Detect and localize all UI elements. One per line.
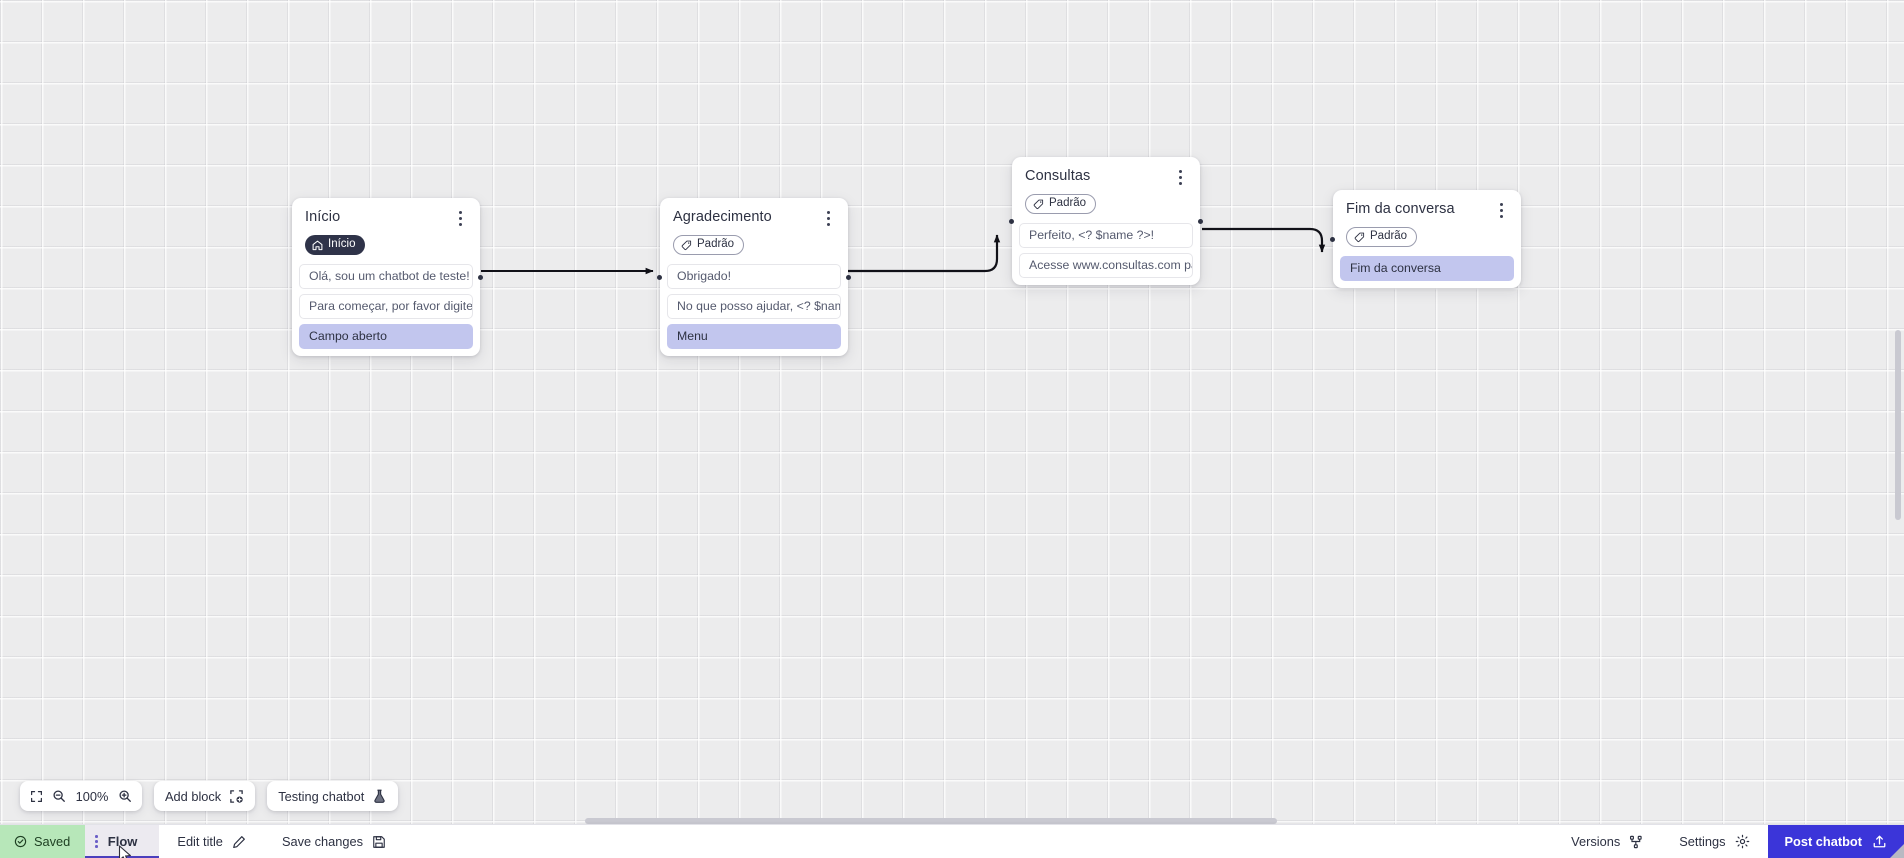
node-badge-row: Padrão	[660, 228, 848, 264]
node-badge-label: Início	[328, 238, 356, 251]
flow-node-agradecimento[interactable]: Agradecimento Padrão Obrigado! No que po…	[657, 198, 851, 356]
node-title: Fim da conversa	[1346, 201, 1455, 217]
node-menu-button[interactable]	[820, 208, 836, 228]
tag-icon	[1033, 199, 1044, 210]
statusbar-spacer	[404, 825, 1553, 858]
tag-icon	[681, 240, 692, 251]
node-menu-button[interactable]	[1493, 200, 1509, 220]
node-row[interactable]: Perfeito, <? $name ?>!	[1019, 222, 1193, 248]
saved-status-badge: Saved	[0, 825, 86, 858]
connector-handle-left[interactable]	[1330, 236, 1335, 242]
node-title: Início	[305, 209, 341, 225]
node-row[interactable]: Campo aberto	[299, 323, 473, 349]
horizontal-scrollbar[interactable]	[585, 818, 1277, 824]
add-block-label: Add block	[165, 788, 222, 804]
add-block-button[interactable]: Add block	[154, 781, 256, 811]
node-title: Agradecimento	[673, 209, 772, 225]
flask-icon	[372, 788, 387, 804]
node-badge-row: Padrão	[1333, 220, 1521, 256]
connector-handle-left[interactable]	[1009, 218, 1014, 224]
saved-label: Saved	[34, 834, 71, 849]
check-circle-icon	[14, 835, 27, 848]
edit-title-button[interactable]: Edit title	[159, 825, 264, 858]
node-rows: Obrigado! No que posso ajudar, <? $name …	[660, 263, 848, 349]
drag-handle-icon[interactable]	[95, 835, 98, 848]
node-header: Fim da conversa	[1333, 190, 1521, 220]
zoom-controls: 100%	[20, 781, 142, 811]
node-badge-label: Padrão	[1049, 197, 1087, 210]
testing-chatbot-label: Testing chatbot	[278, 788, 365, 804]
node-badge-row: Início	[292, 228, 480, 264]
vertical-scrollbar[interactable]	[1895, 330, 1901, 520]
zoom-level-value: 100%	[75, 788, 109, 804]
pencil-icon	[232, 835, 246, 849]
post-chatbot-button[interactable]: Post chatbot	[1767, 825, 1904, 858]
node-badge-label: Padrão	[697, 238, 735, 251]
connector-handle-right[interactable]	[846, 274, 851, 280]
versions-button[interactable]: Versions	[1553, 825, 1661, 858]
node-header: Início	[292, 198, 480, 228]
node-rows: Perfeito, <? $name ?>! Acesse www.consul…	[1012, 222, 1200, 278]
node-rows: Olá, sou um chatbot de teste! Para começ…	[292, 263, 480, 349]
zoom-out-icon[interactable]	[52, 789, 66, 803]
node-header: Consultas	[1012, 157, 1200, 187]
tab-flow-label: Flow	[107, 834, 138, 849]
flow-connectors	[481, 227, 1326, 275]
post-chatbot-label: Post chatbot	[1784, 834, 1863, 849]
settings-label: Settings	[1679, 834, 1726, 849]
edge-consultas-fim	[1202, 227, 1326, 253]
node-badge-padrao[interactable]: Padrão	[673, 235, 745, 255]
flow-node-fim-da-conversa[interactable]: Fim da conversa Padrão Fim da conversa	[1330, 190, 1521, 288]
flow-node-inicio[interactable]: Início Início Olá, sou um chatbot de tes…	[292, 198, 483, 356]
node-row[interactable]: Acesse www.consultas.com par...	[1019, 252, 1193, 278]
home-icon	[312, 240, 323, 251]
connector-handle-left[interactable]	[657, 274, 662, 280]
node-row[interactable]: Para começar, por favor digite o ...	[299, 293, 473, 319]
flow-canvas[interactable]: Início Início Olá, sou um chatbot de tes…	[0, 0, 1904, 824]
connector-handle-right[interactable]	[1198, 218, 1203, 224]
node-menu-button[interactable]	[1172, 167, 1188, 187]
node-header: Agradecimento	[660, 198, 848, 228]
node-badge-padrao[interactable]: Padrão	[1346, 227, 1418, 247]
flow-node-consultas[interactable]: Consultas Padrão Perfeito, <? $name ?>! …	[1009, 157, 1203, 285]
resize-corner-icon[interactable]	[1890, 844, 1904, 858]
mouse-cursor	[118, 845, 131, 858]
node-badge-padrao[interactable]: Padrão	[1025, 194, 1097, 214]
zoom-in-icon[interactable]	[118, 789, 132, 803]
edge-agradecimento-consultas	[848, 234, 1001, 273]
node-row[interactable]: Obrigado!	[667, 263, 841, 289]
node-badge-label: Padrão	[1370, 230, 1408, 243]
settings-button[interactable]: Settings	[1661, 825, 1767, 858]
node-menu-button[interactable]	[452, 208, 468, 228]
testing-chatbot-button[interactable]: Testing chatbot	[267, 781, 399, 811]
canvas-toolbar: 100% Add block Testing chatbot	[20, 781, 399, 811]
tag-icon	[1354, 232, 1365, 243]
node-row[interactable]: Olá, sou um chatbot de teste!	[299, 263, 473, 289]
branch-icon	[1629, 835, 1643, 849]
node-title: Consultas	[1025, 168, 1091, 184]
versions-label: Versions	[1571, 834, 1621, 849]
node-rows: Fim da conversa	[1333, 255, 1521, 281]
floppy-disk-icon	[372, 835, 386, 849]
node-badge-inicio[interactable]: Início	[305, 235, 365, 255]
gear-icon	[1735, 834, 1750, 849]
node-badge-row: Padrão	[1012, 187, 1200, 223]
node-row[interactable]: No que posso ajudar, <? $name ...	[667, 293, 841, 319]
edit-title-label: Edit title	[177, 834, 223, 849]
add-block-icon	[229, 789, 244, 804]
fit-screen-icon[interactable]	[30, 790, 43, 803]
save-changes-button[interactable]: Save changes	[264, 825, 404, 858]
node-row[interactable]: Fim da conversa	[1340, 255, 1514, 281]
node-row[interactable]: Menu	[667, 323, 841, 349]
connector-handle-right[interactable]	[478, 274, 483, 280]
save-changes-label: Save changes	[281, 834, 364, 849]
status-bar: Saved Flow Edit title Save changes	[0, 824, 1904, 858]
upload-icon	[1872, 834, 1887, 849]
